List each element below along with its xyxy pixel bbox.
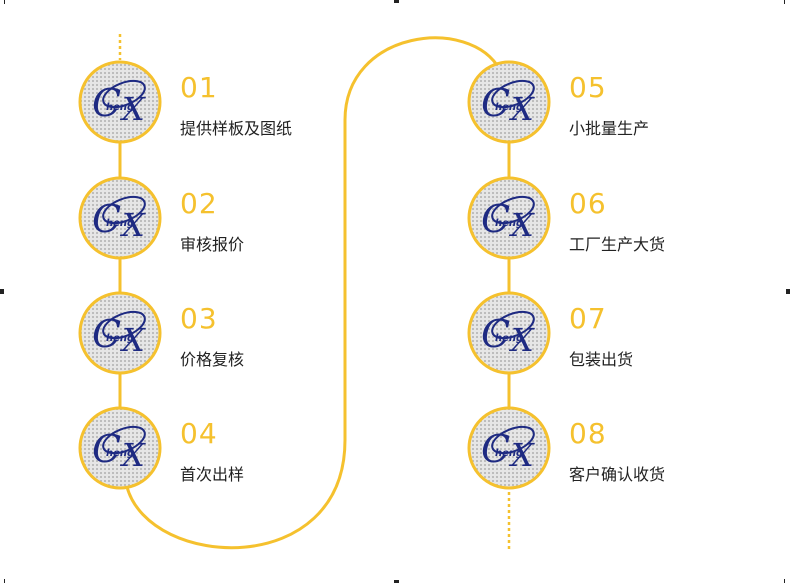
logo-letter-x: X bbox=[508, 90, 535, 128]
step-number-6: 06 bbox=[569, 187, 607, 220]
frame-mark-bottom-mid bbox=[394, 580, 399, 583]
frame-mark-top-mid bbox=[394, 0, 399, 3]
logo-swoosh bbox=[102, 79, 146, 109]
logo-swoosh bbox=[491, 425, 535, 455]
step-label-8: 客户确认收货 bbox=[569, 465, 666, 484]
step-label-2: 审核报价 bbox=[180, 235, 245, 254]
frame-mark-left-mid bbox=[0, 289, 4, 294]
step-number-8: 08 bbox=[569, 417, 607, 450]
step-label-1: 提供样板及图纸 bbox=[180, 119, 293, 138]
step-label-6: 工厂生产大货 bbox=[569, 235, 666, 254]
logo-swoosh bbox=[491, 195, 535, 225]
step-number-1: 01 bbox=[180, 71, 218, 104]
logo-letter-x: X bbox=[508, 321, 535, 359]
logo-letter-c: C bbox=[481, 81, 510, 125]
step-number-2: 02 bbox=[180, 187, 218, 220]
frame-mark-bottom-left bbox=[4, 579, 5, 583]
frame-mark-top-right bbox=[784, 0, 785, 4]
logo-letter-x: X bbox=[119, 321, 146, 359]
logo-swoosh bbox=[102, 195, 146, 225]
logo-swoosh bbox=[491, 79, 535, 109]
logo-letter-x: X bbox=[119, 436, 146, 474]
step-number-5: 05 bbox=[569, 71, 607, 104]
logo-letter-c: C bbox=[92, 81, 121, 125]
logo-letter-c: C bbox=[92, 312, 121, 356]
logo-letter-c: C bbox=[481, 427, 510, 471]
frame-mark-right-mid bbox=[786, 289, 790, 294]
logo-letter-c: C bbox=[481, 197, 510, 241]
step-number-3: 03 bbox=[180, 302, 218, 335]
logo-letter-c: C bbox=[92, 197, 121, 241]
step-label-7: 包装出货 bbox=[569, 350, 634, 369]
step-label-5: 小批量生产 bbox=[569, 119, 650, 138]
logo-word: heng bbox=[106, 448, 134, 459]
logo-word: heng bbox=[106, 102, 134, 113]
logo-word: heng bbox=[106, 218, 134, 229]
logo-letter-c: C bbox=[481, 312, 510, 356]
logo-word: heng bbox=[495, 448, 523, 459]
logo-word: heng bbox=[495, 102, 523, 113]
step-label-4: 首次出样 bbox=[180, 465, 245, 484]
logo-word: heng bbox=[495, 333, 523, 344]
logo-swoosh bbox=[491, 310, 535, 340]
frame-mark-bottom-right bbox=[784, 579, 785, 583]
logo-letter-c: C bbox=[92, 427, 121, 471]
logo-swoosh bbox=[102, 310, 146, 340]
frame-mark-top-left bbox=[4, 0, 5, 4]
logo-swoosh bbox=[102, 425, 146, 455]
logo-letter-x: X bbox=[119, 206, 146, 244]
step-number-7: 07 bbox=[569, 302, 607, 335]
logo-letter-x: X bbox=[119, 90, 146, 128]
logo-letter-x: X bbox=[508, 206, 535, 244]
logo-word: heng bbox=[495, 218, 523, 229]
connector-loop-path bbox=[125, 36, 502, 550]
step-number-4: 04 bbox=[180, 417, 218, 450]
step-label-3: 价格复核 bbox=[180, 350, 245, 369]
logo-letter-x: X bbox=[508, 436, 535, 474]
logo-word: heng bbox=[106, 333, 134, 344]
